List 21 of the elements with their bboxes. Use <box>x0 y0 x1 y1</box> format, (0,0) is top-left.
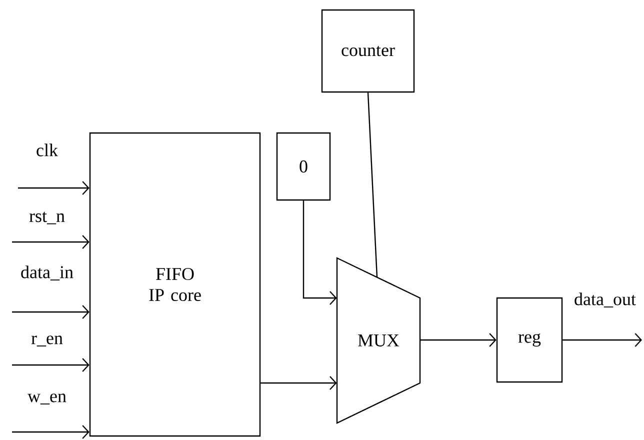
signal-label: w_en <box>26 392 68 406</box>
arrow <box>12 235 90 249</box>
counter-box: counter <box>321 9 415 93</box>
signal-label: rst_n <box>28 210 66 226</box>
signal-label: clk <box>35 142 59 158</box>
arrow <box>12 305 90 319</box>
arrow <box>562 333 642 347</box>
register-box: reg <box>496 297 563 383</box>
signal-label: data_in <box>20 264 74 282</box>
signal-label: data_out <box>573 292 637 308</box>
fifo-box: FIFO IP core <box>89 132 261 437</box>
connector-line <box>367 92 378 278</box>
arrow <box>12 425 90 439</box>
arrow <box>302 200 337 305</box>
arrow <box>18 181 90 195</box>
arrow <box>12 358 90 372</box>
arrow <box>260 376 337 390</box>
arrow <box>420 333 496 347</box>
constant-box: 0 <box>276 132 331 201</box>
signal-label: r_en <box>30 334 64 348</box>
multiplexer-trapezoid: MUX <box>336 257 421 424</box>
